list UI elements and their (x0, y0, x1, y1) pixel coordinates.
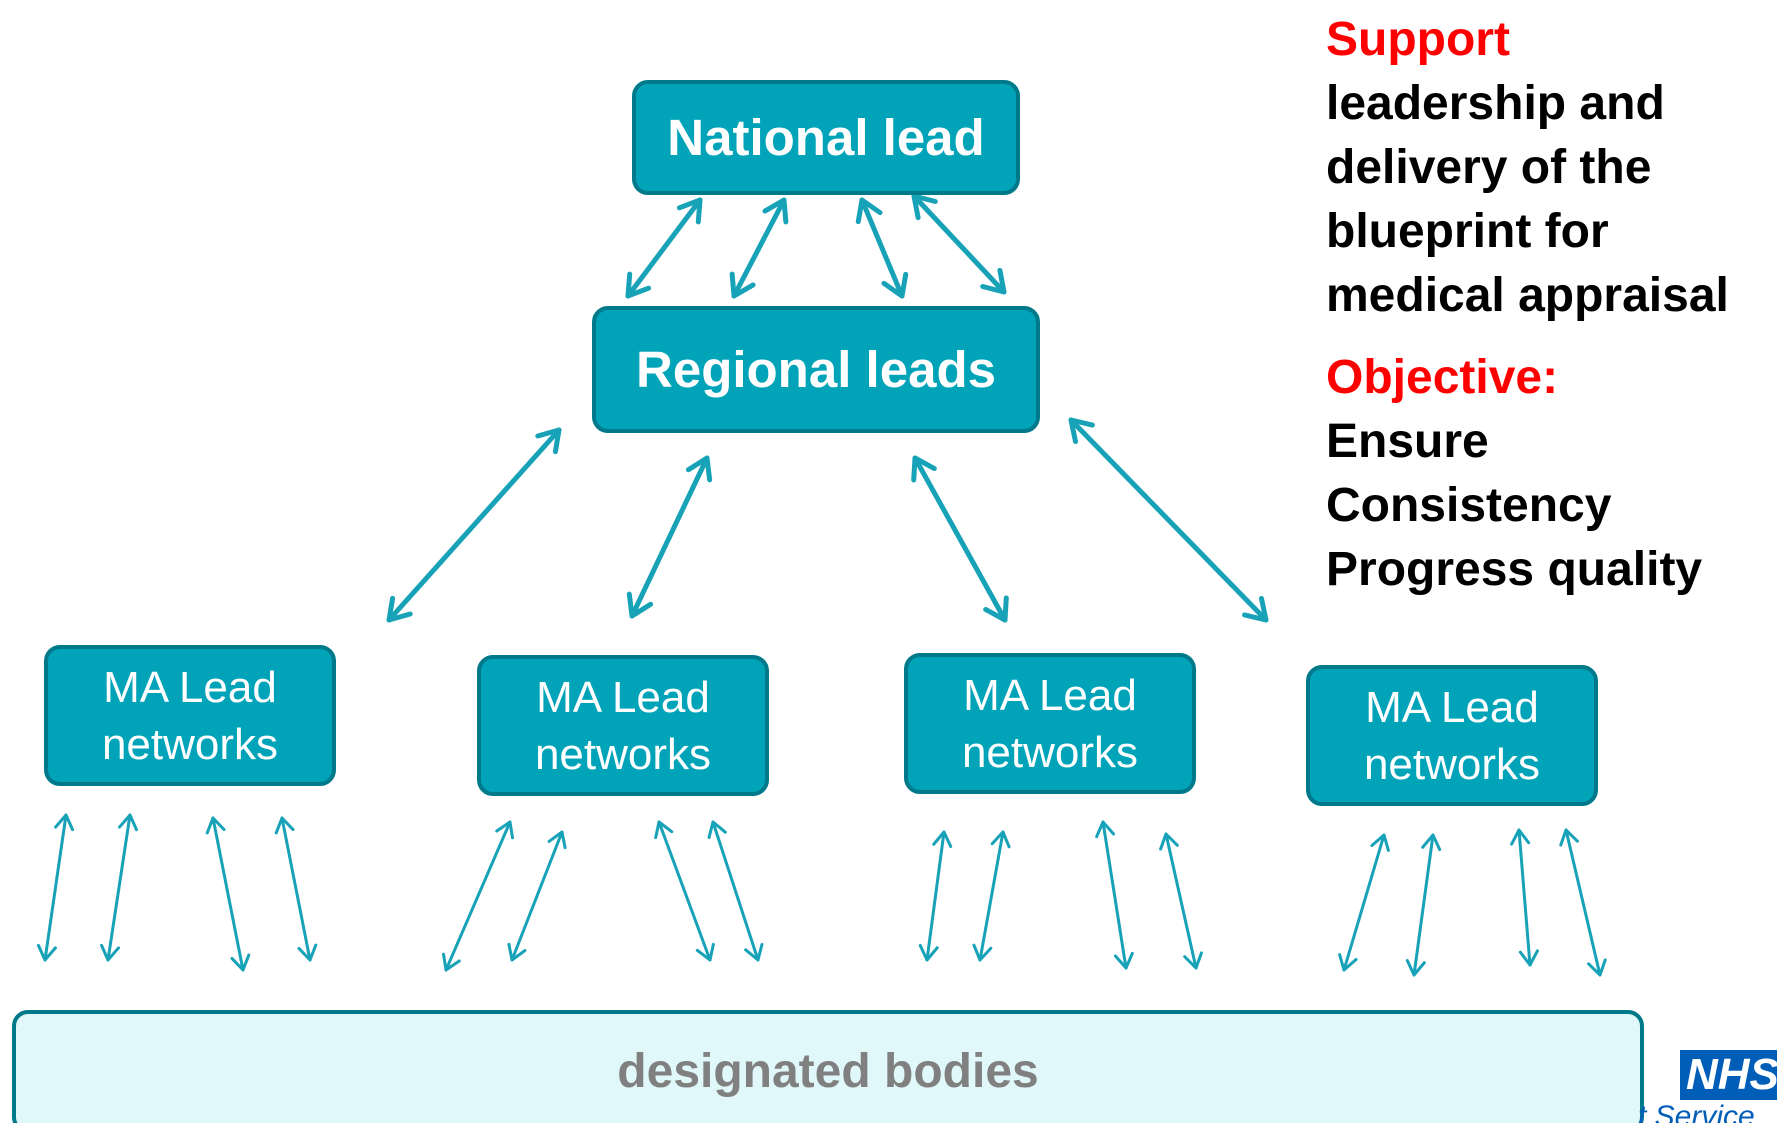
thin-arrow-15 (1510, 828, 1539, 967)
ma-lead-network-box-4: MA Lead networks (1306, 665, 1598, 806)
network-label-line2: networks (1363, 739, 1541, 789)
thin-arrow-9 (918, 830, 953, 962)
nhs-logo-subtext: t Service (1638, 1100, 1755, 1123)
national-lead-label: National lead (667, 109, 985, 166)
designated-bodies-box: designated bodies (12, 1010, 1644, 1123)
network-label-line1: MA Lead (1365, 682, 1539, 732)
nhs-logo: NHS (1680, 1050, 1777, 1100)
thick-arrow-6 (626, 455, 713, 619)
thin-arrow-2 (100, 813, 138, 962)
thin-arrow-4 (274, 816, 318, 962)
network-label-line1: MA Lead (963, 670, 1137, 720)
thin-arrow-14 (1405, 833, 1442, 977)
support-line-3: blueprint for (1326, 205, 1609, 258)
support-line-1: leadership and (1326, 77, 1665, 130)
ma-lead-network-box-2: MA Lead networks (477, 655, 769, 796)
thin-arrow-7 (654, 820, 715, 962)
designated-bodies-label: designated bodies (617, 1045, 1039, 1098)
thick-arrow-7 (911, 455, 1009, 623)
objective-line-2: Consistency (1326, 479, 1612, 532)
thick-arrow-4 (911, 193, 1007, 295)
thin-arrow-1 (36, 813, 75, 962)
nhs-logo-subtext-label: t Service (1638, 1100, 1755, 1123)
thick-arrow-8 (1068, 417, 1269, 623)
network-label-line1: MA Lead (103, 662, 277, 712)
nhs-logo-text: NHS (1686, 1050, 1777, 1099)
thin-arrow-11 (1095, 820, 1134, 970)
network-label-line2: networks (961, 727, 1139, 777)
thick-arrow-3 (855, 197, 909, 299)
network-label-line1: MA Lead (536, 672, 710, 722)
regional-leads-box: Regional leads (592, 306, 1040, 433)
thick-arrow-1 (625, 197, 703, 299)
thin-arrow-3 (205, 816, 251, 972)
objective-heading: Objective: (1326, 351, 1559, 404)
thin-arrow-6 (507, 830, 567, 962)
thin-arrow-16 (1559, 828, 1607, 977)
thick-arrow-2 (729, 197, 789, 299)
network-label-line2: networks (534, 729, 712, 779)
thin-arrow-5 (441, 820, 515, 972)
national-lead-box: National lead (632, 80, 1020, 195)
thin-arrow-8 (707, 820, 764, 962)
support-heading: Support (1326, 13, 1510, 66)
objective-line-1: Ensure (1326, 415, 1489, 468)
thick-arrow-5 (386, 427, 562, 623)
thin-arrow-13 (1338, 833, 1390, 972)
ma-lead-network-box-1: MA Lead networks (44, 645, 336, 786)
thin-arrow-12 (1159, 832, 1203, 970)
regional-leads-label: Regional leads (636, 341, 996, 398)
side-panel-text: Support leadership and delivery of the b… (1326, 8, 1777, 602)
support-line-2: delivery of the (1326, 141, 1652, 194)
objective-line-3: Progress quality (1326, 543, 1703, 596)
support-line-4: medical appraisal (1326, 269, 1729, 322)
ma-lead-network-box-3: MA Lead networks (904, 653, 1196, 794)
thin-arrow-10 (972, 830, 1011, 962)
network-label-line2: networks (101, 719, 279, 769)
